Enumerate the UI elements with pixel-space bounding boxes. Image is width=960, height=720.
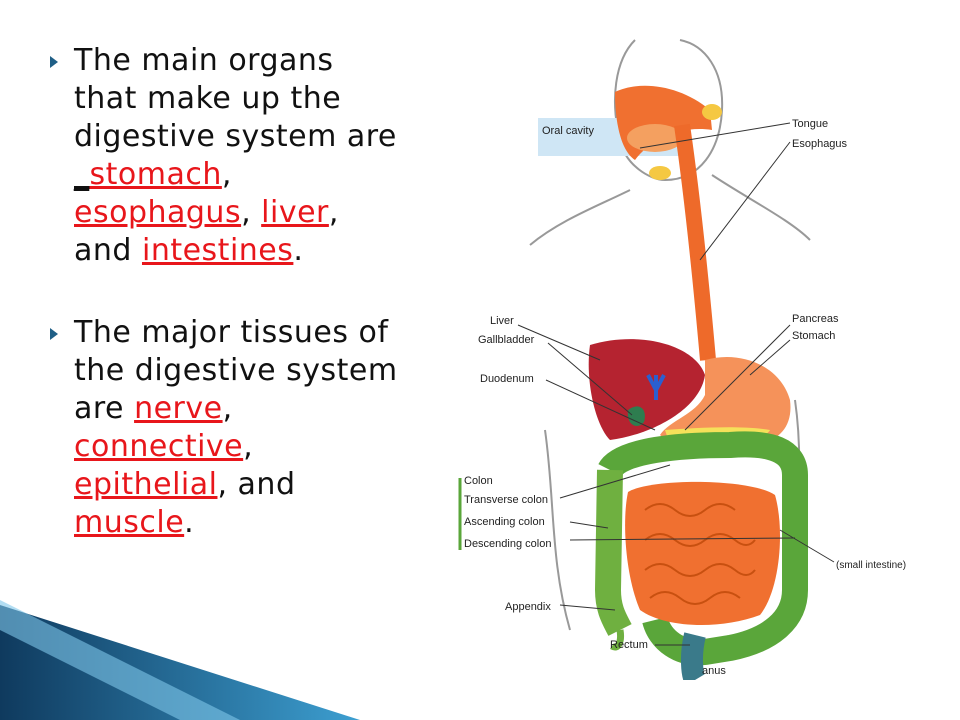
answer-nerve: nerve xyxy=(134,391,223,426)
answer-connective: connective xyxy=(74,429,244,464)
corner-decoration xyxy=(0,600,360,720)
tongue-shape xyxy=(627,124,683,152)
period: . xyxy=(184,505,195,540)
bullet-tissues: The major tissues of the digestive syste… xyxy=(44,314,404,542)
label-liver: Liver xyxy=(490,315,514,327)
diagram-labels: Tongue Esophagus Liver Gallbladder Duode… xyxy=(464,118,906,677)
answer-liver: liver xyxy=(261,195,329,230)
bullet-arrow-icon xyxy=(50,328,58,340)
bullet-list: The main organs that make up the digesti… xyxy=(44,42,404,542)
digestive-system-diagram: Oral cavity Ton xyxy=(458,39,906,680)
separator: , xyxy=(243,429,254,464)
label-transverse-colon: Transverse colon xyxy=(464,494,548,506)
label-pancreas: Pancreas xyxy=(792,313,839,325)
label-descending-colon: Descending colon xyxy=(464,538,551,550)
label-esophagus: Esophagus xyxy=(792,138,848,150)
answer-intestines: intestines xyxy=(141,233,294,268)
label-colon: Colon xyxy=(464,475,493,487)
bile-duct xyxy=(646,374,666,400)
separator: , xyxy=(221,157,232,192)
separator: , and xyxy=(217,467,296,502)
stomach-shape xyxy=(660,356,791,447)
label-stomach: Stomach xyxy=(792,330,835,342)
answer-blank: _ xyxy=(74,157,90,192)
appendix-shape xyxy=(610,629,624,651)
answer-muscle: muscle xyxy=(74,505,185,540)
label-rectum: Rectum xyxy=(610,639,648,651)
label-tongue: Tongue xyxy=(792,118,828,130)
label-gallbladder: Gallbladder xyxy=(478,334,535,346)
answer-esophagus: esophagus xyxy=(74,195,242,230)
separator: , and xyxy=(74,195,339,268)
bullet-tissues-intro: The major tissues of the digestive syste… xyxy=(74,315,398,426)
label-anus: anus xyxy=(702,665,726,677)
salivary-gland xyxy=(649,166,671,180)
label-duodenum: Duodenum xyxy=(480,373,534,385)
rectum-shape xyxy=(681,632,706,680)
bullet-organs: The main organs that make up the digesti… xyxy=(44,42,404,270)
period: . xyxy=(293,233,304,268)
bullet-organs-intro: The main organs that make up the digesti… xyxy=(74,43,397,154)
label-appendix: Appendix xyxy=(505,601,551,613)
ascending-colon xyxy=(594,469,632,636)
answer-stomach: stomach xyxy=(89,157,222,192)
bullet-arrow-icon xyxy=(50,56,58,68)
label-small-intestine: (small intestine) xyxy=(836,560,906,571)
liver-shape xyxy=(588,339,705,440)
label-ascending-colon: Ascending colon xyxy=(464,516,545,528)
esophagus-tube xyxy=(674,123,716,361)
answer-epithelial: epithelial xyxy=(74,467,218,502)
small-intestine-shape xyxy=(625,481,780,626)
separator: , xyxy=(222,391,233,426)
salivary-gland xyxy=(702,104,722,120)
gallbladder-shape xyxy=(627,406,645,426)
separator: , xyxy=(241,195,262,230)
label-oral-cavity: Oral cavity xyxy=(542,125,594,137)
intestine-folds xyxy=(644,503,756,605)
leader-lines xyxy=(517,122,835,646)
